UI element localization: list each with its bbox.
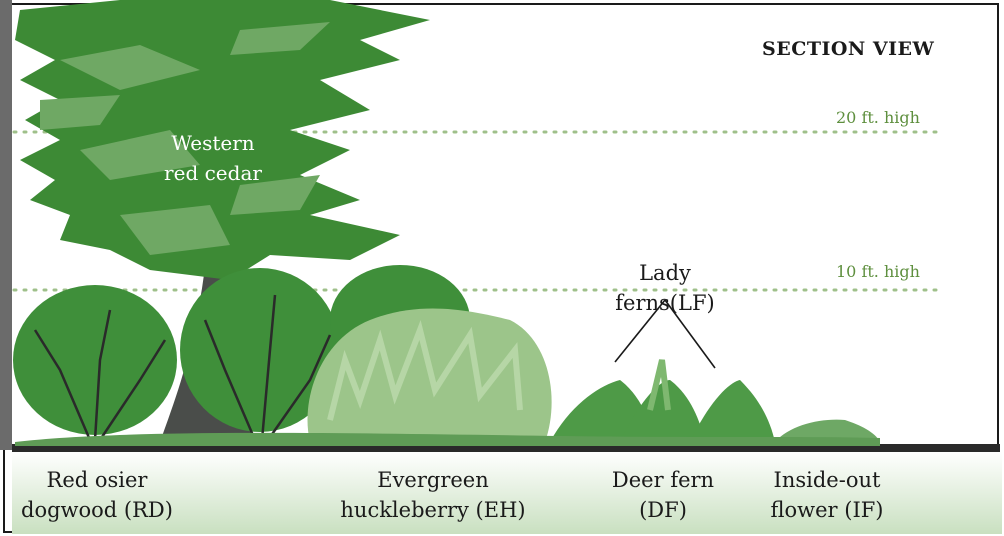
lady-ferns-line1: Lady xyxy=(600,258,730,288)
ground-label-line2: huckleberry (EH) xyxy=(330,495,536,525)
ground-label-inside-out-flower: Inside-out flower (IF) xyxy=(754,465,900,525)
ferns xyxy=(550,300,775,442)
cedar-label-line1: Western xyxy=(148,128,278,158)
ground-label-line2: (DF) xyxy=(598,495,728,525)
ground-label-line2: dogwood (RD) xyxy=(6,495,188,525)
ground-label-line1: Evergreen xyxy=(330,465,536,495)
ground-label-line2: flower (IF) xyxy=(754,495,900,525)
ground-label-line1: Red osier xyxy=(6,465,188,495)
left-wall xyxy=(0,0,12,450)
cedar-label-line2: red cedar xyxy=(148,158,278,188)
height-label-10ft: 10 ft. high xyxy=(836,262,920,281)
cedar-label: Western red cedar xyxy=(148,128,278,188)
height-label-20ft: 20 ft. high xyxy=(836,108,920,127)
lady-ferns-line2: ferns(LF) xyxy=(600,288,730,318)
ground-label-line1: Inside-out xyxy=(754,465,900,495)
lady-ferns-label: Lady ferns(LF) xyxy=(600,258,730,318)
ground-label-red-osier-dogwood: Red osier dogwood (RD) xyxy=(6,465,188,525)
section-view-title: SECTION VIEW xyxy=(762,38,934,60)
ground-label-deer-fern: Deer fern (DF) xyxy=(598,465,728,525)
ground-label-evergreen-huckleberry: Evergreen huckleberry (EH) xyxy=(330,465,536,525)
ground-label-line1: Deer fern xyxy=(598,465,728,495)
